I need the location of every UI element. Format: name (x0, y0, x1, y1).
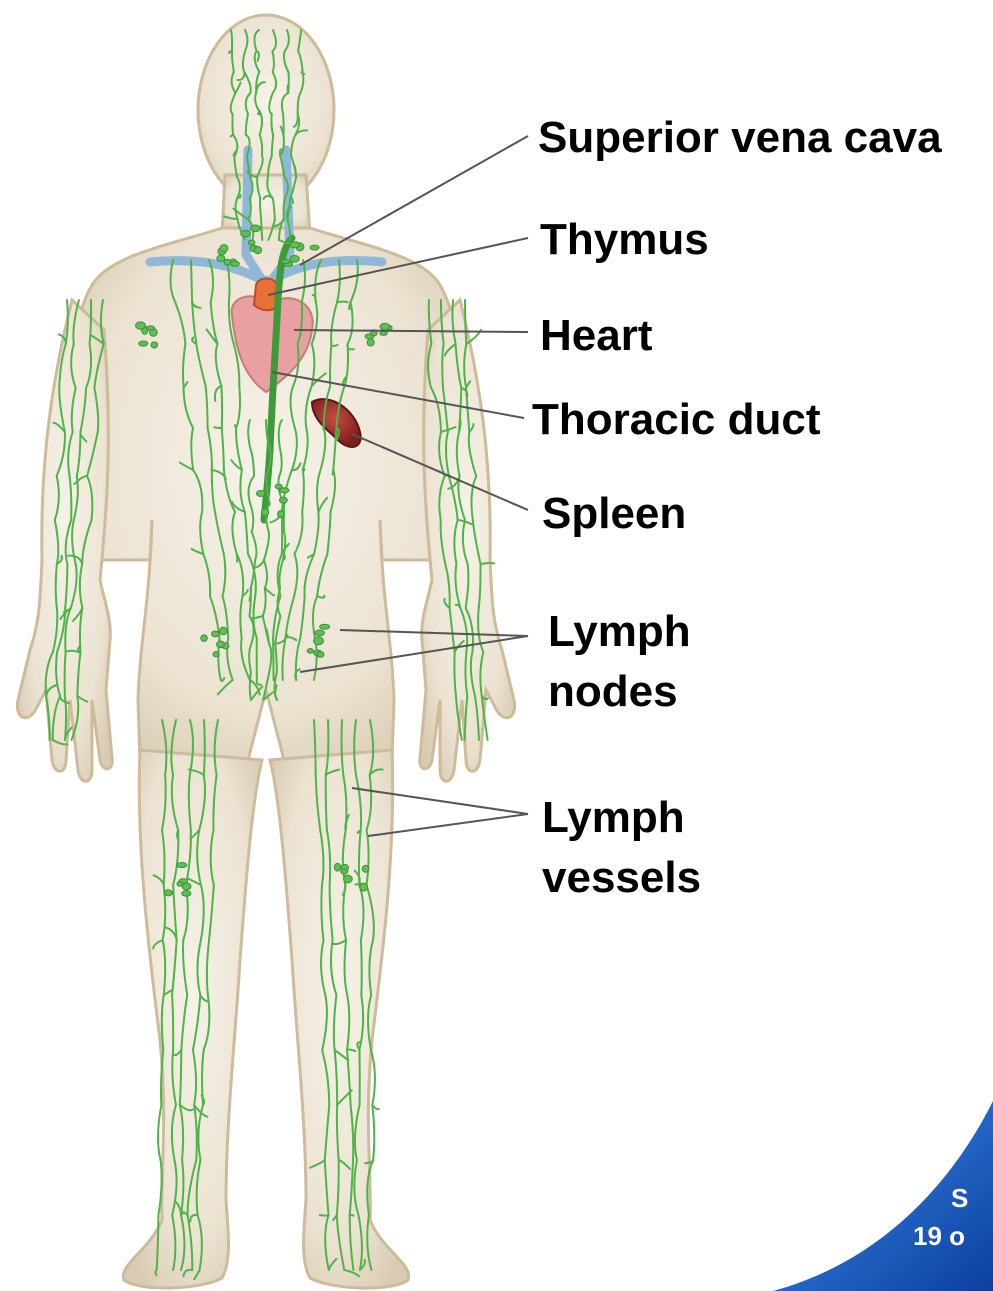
lymph-node (261, 509, 269, 516)
lymph-vessel (158, 1105, 161, 1160)
lymph-node (182, 891, 191, 896)
lymph-node (217, 641, 225, 648)
lymph-node (290, 255, 299, 262)
lymph-node (151, 342, 158, 348)
lymph-vessel (465, 300, 466, 344)
label-lymph-nodes-line2: nodes (548, 662, 691, 722)
lymph-node (367, 339, 374, 346)
label-lymph-vessels-line1: Lymph (542, 788, 701, 848)
lymph-vessel (65, 652, 66, 696)
lymph-node (362, 865, 369, 872)
label-spleen: Spleen (542, 484, 686, 544)
lymph-node (164, 890, 172, 896)
lymph-node (146, 326, 155, 330)
slide-count-text: 19 o (913, 1221, 965, 1252)
label-lymph-vessels: Lymph vessels (542, 788, 701, 908)
lymph-vessel (481, 563, 495, 564)
slide-corner-swoosh (763, 1061, 993, 1291)
lymph-node (314, 637, 324, 645)
lymph-vessel (231, 30, 232, 51)
label-heart: Heart (540, 306, 653, 366)
slide-number-text: S (951, 1183, 968, 1214)
lymph-vessel (372, 1105, 374, 1160)
lymph-vessel (361, 940, 362, 995)
lymph-vessel (172, 995, 173, 1050)
label-lymph-nodes-line1: Lymph (548, 602, 691, 662)
lymph-node (256, 490, 265, 496)
lymph-vessel (214, 427, 221, 428)
label-lymph-vessels-line2: vessels (542, 848, 701, 908)
lymph-node (278, 511, 285, 518)
label-superior-vena-cava: Superior vena cava (538, 108, 942, 168)
lymph-vessel (320, 1215, 329, 1216)
lymph-node (220, 627, 227, 635)
lymph-node (136, 322, 146, 329)
lymph-node (230, 261, 239, 266)
lymph-node (224, 259, 231, 265)
lymph-vessel (295, 167, 296, 177)
lymph-node (280, 488, 289, 493)
lymph-node (139, 341, 148, 346)
lymph-node (310, 245, 319, 250)
label-thymus: Thymus (540, 210, 709, 270)
lymph-node (334, 863, 340, 871)
lymph-node (279, 497, 287, 503)
lymph-vessel (288, 86, 289, 93)
lymph-node (241, 230, 251, 236)
lymph-node (360, 883, 368, 891)
lymph-node (315, 630, 324, 636)
slide-corner-badge: S 19 o (763, 1061, 993, 1291)
lymph-node (290, 242, 300, 248)
lymph-node (320, 624, 330, 629)
lymph-node (341, 869, 348, 874)
lymph-node (217, 255, 225, 262)
lymph-node (254, 247, 262, 254)
lymph-vessel (221, 386, 222, 428)
lymph-vessel (232, 114, 233, 135)
lymph-vessel (191, 260, 192, 302)
lymph-node (248, 240, 254, 245)
lymph-node (251, 225, 261, 232)
lymph-node (201, 635, 208, 642)
lymph-node (380, 323, 390, 330)
lymph-node (211, 631, 219, 637)
lymph-node (344, 875, 353, 883)
lymph-node (182, 883, 191, 890)
lymph-vessel (250, 672, 251, 700)
lymph-vessel (261, 219, 262, 240)
lymph-node (213, 652, 219, 657)
lymph-vessel (260, 198, 261, 219)
lymph-node (220, 245, 228, 252)
lymph-node (317, 651, 324, 657)
label-thoracic-duct: Thoracic duct (532, 390, 821, 450)
lymph-node (380, 331, 387, 335)
lymph-vessel (204, 720, 205, 775)
body-silhouette (17, 15, 514, 1288)
lymph-node (307, 649, 313, 654)
lymph-node (281, 259, 289, 263)
label-lymph-nodes: Lymph nodes (548, 602, 691, 722)
lymph-node (177, 863, 187, 868)
